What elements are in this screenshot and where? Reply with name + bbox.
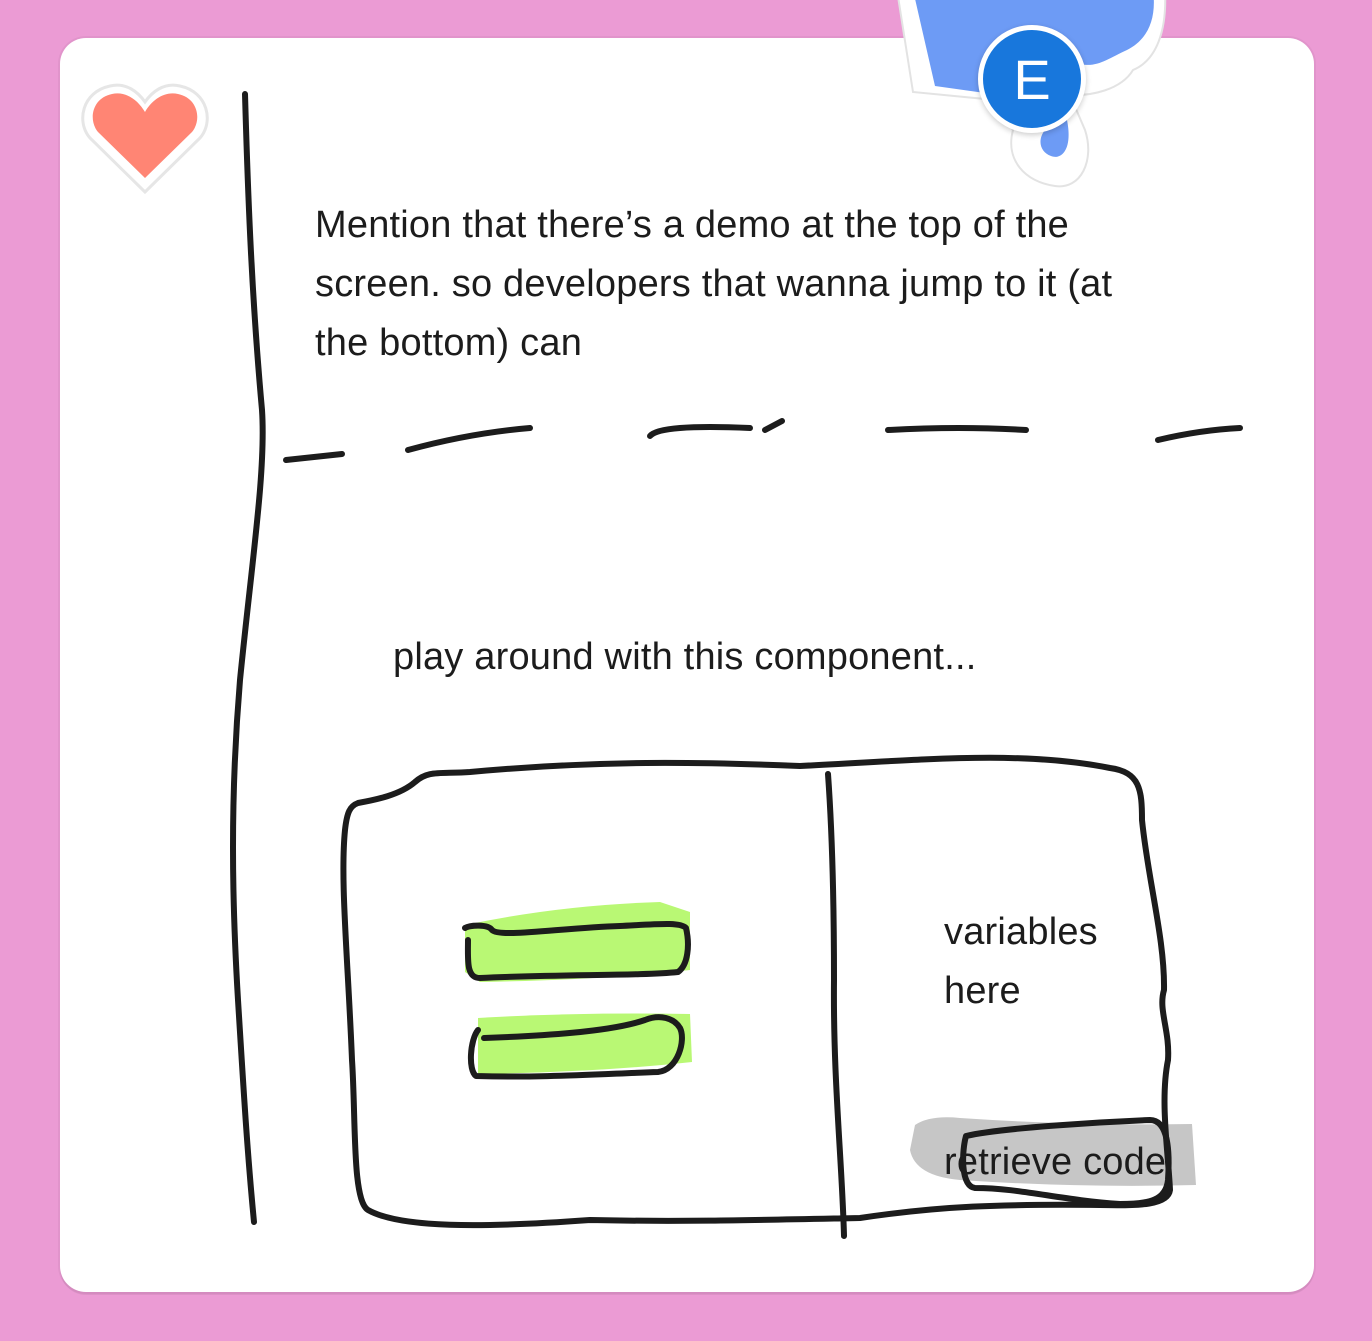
- heart-icon[interactable]: [80, 78, 210, 198]
- retrieve-code-label: retrieve code: [944, 1141, 1167, 1183]
- collaborator-initial: E: [1013, 47, 1051, 111]
- variables-label-line2: here: [944, 970, 1021, 1012]
- variables-label-line1: variables: [944, 911, 1098, 953]
- slider-bottom-sketch: [466, 1012, 694, 1080]
- variables-label: variables here: [944, 903, 1098, 1021]
- slider-top-sketch: [462, 900, 694, 984]
- sticky-note-text: Mention that there’s a demo at the top o…: [315, 204, 1113, 364]
- collaborator-avatar[interactable]: E: [978, 25, 1086, 133]
- component-caption: play around with this component...: [393, 636, 977, 678]
